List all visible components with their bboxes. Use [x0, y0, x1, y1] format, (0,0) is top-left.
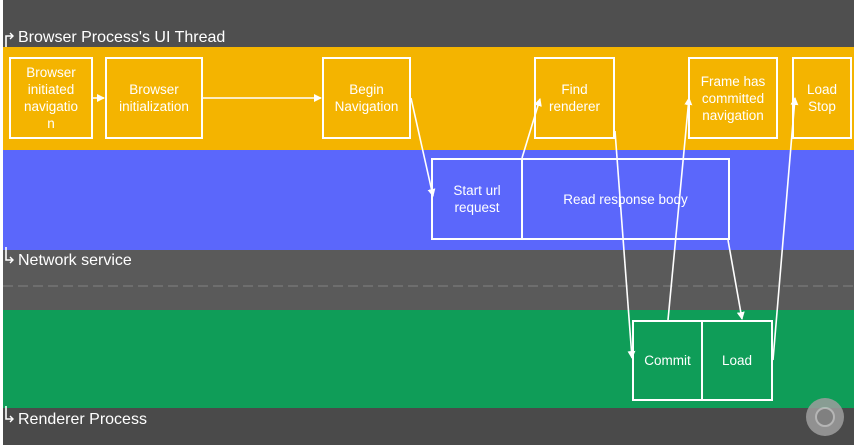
load-box: Load — [701, 320, 773, 401]
gap-strip — [3, 250, 854, 310]
lane-bracket-icon — [5, 32, 14, 47]
browser-lane-label: Browser Process's UI Thread — [18, 29, 226, 46]
renderer-lane-band — [3, 310, 854, 408]
gap-divider — [3, 285, 854, 287]
bottom-strip — [3, 408, 854, 445]
browser-initiated-navigation-box: Browser initiated navigatio n — [9, 57, 93, 139]
lane-bracket-icon — [5, 247, 14, 264]
network-lane-label: Network service — [18, 252, 132, 269]
chrome-logo-icon — [806, 398, 844, 436]
arrow-load-to-load-stop — [772, 97, 799, 361]
browser-lane-band — [3, 47, 854, 150]
read-response-body-box: Read response body — [521, 158, 730, 240]
arrow-commit-to-frame-committed — [667, 97, 693, 321]
frame-committed-box: Frame has committed navigation — [688, 57, 778, 139]
arrow-begin-to-start-url — [410, 97, 436, 197]
begin-navigation-box: Begin Navigation — [322, 57, 411, 139]
lane-bracket-icon — [5, 406, 14, 423]
find-renderer-box: Find renderer — [534, 57, 615, 139]
network-lane-band — [3, 150, 854, 250]
renderer-lane-label: Renderer Process — [18, 411, 147, 428]
arrow-start-url-to-find-renderer — [521, 98, 542, 159]
browser-initialization-box: Browser initialization — [105, 57, 203, 139]
top-strip — [3, 0, 854, 47]
arrow-read-body-to-load — [727, 239, 745, 320]
arrow-find-renderer-to-commit — [614, 130, 636, 359]
